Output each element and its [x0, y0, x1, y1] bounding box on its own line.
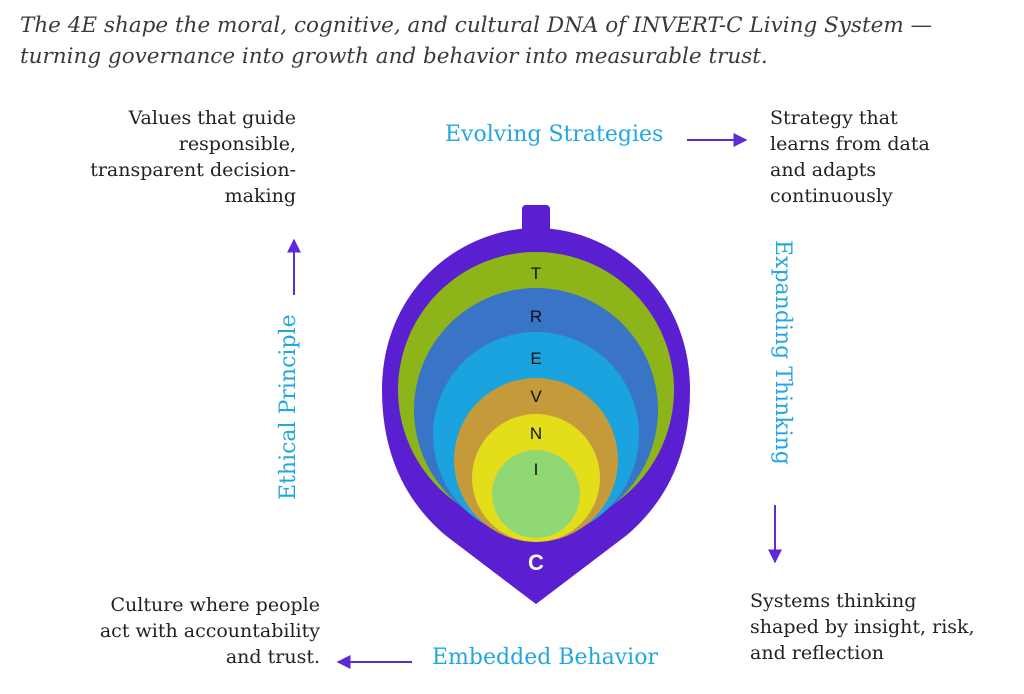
intro-text: The 4E shape the moral, cognitive, and c…: [20, 10, 1010, 72]
desc-line: continuously: [770, 185, 893, 207]
ring-i-core: [492, 450, 580, 538]
desc-line: Strategy that: [770, 107, 898, 129]
letter-t: T: [531, 264, 541, 283]
expanding-description: Systems thinking shaped by insight, risk…: [750, 588, 975, 666]
intro-line-2: turning governance into growth and behav…: [20, 44, 768, 69]
letter-i: I: [534, 460, 539, 479]
letter-r: R: [530, 307, 542, 326]
evolving-strategies-label: Evolving Strategies: [445, 122, 664, 147]
funnel-letters: T R E V N I: [530, 264, 542, 479]
embedded-behavior-label: Embedded Behavior: [432, 645, 658, 670]
letter-e: E: [530, 349, 541, 368]
desc-line: and trust.: [225, 646, 320, 668]
embedded-description: Culture where people act with accountabi…: [60, 592, 320, 670]
letter-v: V: [530, 387, 542, 406]
desc-line: Culture where people: [110, 594, 320, 616]
letter-c-base: C: [528, 550, 544, 575]
desc-line: learns from data: [770, 133, 930, 155]
ethical-description: Values that guide responsible, transpare…: [60, 105, 296, 209]
desc-line: and adapts: [770, 159, 877, 181]
desc-line: responsible,: [178, 133, 296, 155]
letter-n: N: [530, 424, 542, 443]
intro-line-1: The 4E shape the moral, cognitive, and c…: [20, 13, 933, 38]
desc-line: Values that guide: [128, 107, 296, 129]
desc-line: Systems thinking: [750, 590, 917, 612]
expanding-thinking-label: Expanding Thinking: [770, 240, 795, 465]
funnel-shape: [382, 205, 690, 604]
desc-line: shaped by insight, risk,: [750, 616, 975, 638]
desc-line: act with accountability: [99, 620, 320, 642]
desc-line: transparent decision-: [90, 159, 296, 181]
desc-line: making: [224, 185, 296, 207]
desc-line: and reflection: [750, 642, 885, 664]
evolving-description: Strategy that learns from data and adapt…: [770, 105, 930, 209]
